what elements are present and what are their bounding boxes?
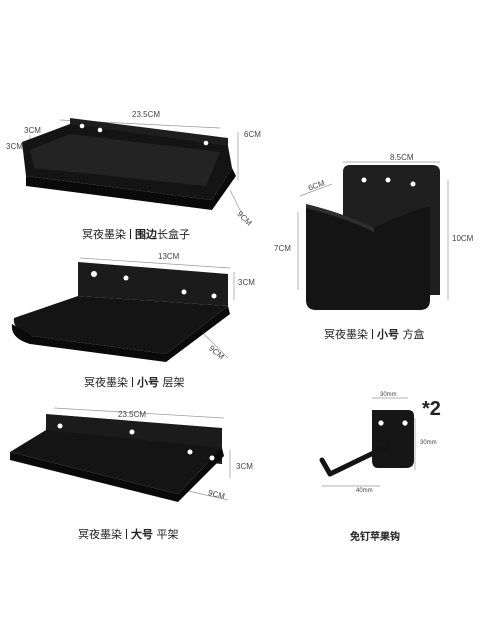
dim-hook-height: 30mm xyxy=(420,440,437,446)
dim-hook-arm: 40mm xyxy=(356,488,373,494)
hook-illustration xyxy=(319,410,414,477)
dim-line-small-depth xyxy=(199,329,229,359)
caption-name-bold: 小号 xyxy=(137,376,159,389)
caption-large-shelf: 冥夜墨染大号 平架 xyxy=(78,526,179,542)
dim-hook-top: 30mm xyxy=(380,392,397,398)
dim-line-small-width xyxy=(79,257,231,269)
caption-brand: 冥夜墨染 xyxy=(78,528,122,541)
caption-brand: 冥夜墨染 xyxy=(84,376,128,389)
dim-square-front-height: 7CM xyxy=(274,244,291,253)
caption-square-box: 冥夜墨染小号 方盒 xyxy=(324,326,425,342)
caption-separator xyxy=(130,229,131,239)
dim-line-large-width xyxy=(53,407,225,419)
caption-brand: 冥夜墨染 xyxy=(324,328,368,341)
caption-long-box: 冥夜墨染围边长盒子 xyxy=(82,226,190,242)
caption-name-rest: 方盒 xyxy=(402,328,425,341)
dim-large-width: 23.5CM xyxy=(118,410,147,419)
dim-square-width: 8.5CM xyxy=(390,153,414,162)
caption-separator xyxy=(126,529,127,539)
dim-line-large-depth xyxy=(183,489,229,501)
caption-hook: 免钉苹果钩 xyxy=(350,532,400,543)
dim-line-square-top xyxy=(299,183,333,197)
caption-name-bold: 围边 xyxy=(135,228,157,241)
caption-name-rest: 层架 xyxy=(162,376,185,389)
dim-long-rim-top: 3CM xyxy=(24,126,41,135)
caption-small-shelf: 冥夜墨染小号 层架 xyxy=(84,374,185,390)
dim-long-rim: 3CM xyxy=(6,142,23,151)
dim-small-height: 3CM xyxy=(238,278,255,287)
caption-name-bold: 小号 xyxy=(377,328,399,341)
small-shelf-illustration xyxy=(11,262,230,362)
dim-long-width: 23.5CM xyxy=(132,110,161,119)
caption-separator xyxy=(372,329,373,339)
dim-line-long-depth xyxy=(229,189,243,215)
caption-name-rest: 长盒子 xyxy=(157,228,190,241)
dim-small-width: 13CM xyxy=(158,252,180,261)
long-box-illustration xyxy=(22,118,236,210)
dim-long-back-height: 6CM xyxy=(244,130,261,139)
caption-separator xyxy=(132,377,133,387)
hook-quantity: *2 xyxy=(422,398,441,420)
caption-name-rest: 平架 xyxy=(156,528,179,541)
caption-name-bold: 大号 xyxy=(131,528,153,541)
square-box-illustration xyxy=(306,165,440,310)
large-shelf-illustration xyxy=(10,414,224,502)
dim-large-height: 3CM xyxy=(236,462,253,471)
dim-square-back-height: 10CM xyxy=(452,234,474,243)
caption-brand: 冥夜墨染 xyxy=(82,228,126,241)
